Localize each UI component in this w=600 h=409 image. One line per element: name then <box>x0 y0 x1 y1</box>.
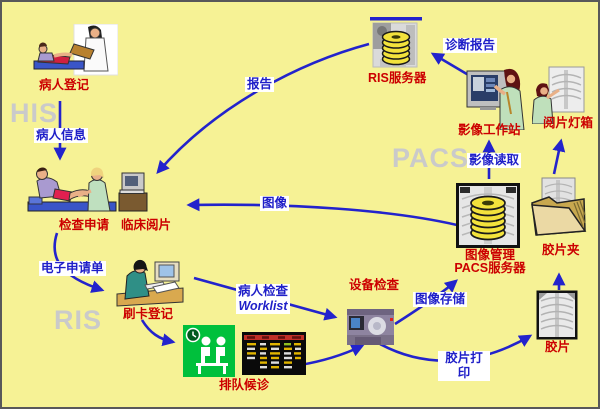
flow-label-worklist: Worklist <box>236 299 291 314</box>
pacs-server-clipart <box>456 183 520 248</box>
flow-label-patient-exam-worklist: 病人检查 Worklist <box>236 284 291 314</box>
flow-label-patient-exam: 病人检查 <box>236 284 291 299</box>
modality-device-photo <box>347 309 394 345</box>
patient-registration-clipart <box>33 24 118 76</box>
card-registration-clipart <box>116 259 184 307</box>
flow-label-report: 报告 <box>245 77 275 92</box>
zone-label-pacs: PACS <box>392 143 470 173</box>
label-patient-registration: 病人登记 <box>39 78 90 92</box>
arrow-queue-to-device <box>299 344 365 367</box>
label-ris-server: RIS服务器 <box>368 71 427 85</box>
flow-label-image-read: 影像读取 <box>467 153 522 168</box>
flow-label-image: 图像 <box>260 196 290 211</box>
film-lightbox-clipart <box>532 66 585 124</box>
ris-server-clipart <box>370 17 422 68</box>
flow-label-image-store: 图像存储 <box>413 292 468 307</box>
queue-display-screen <box>242 332 306 375</box>
arrow-to-queue <box>140 319 176 347</box>
label-pacs-server: 图像管理 PACS服务器 <box>445 249 535 275</box>
flow-label-film-print: 胶片打 印 <box>438 351 490 381</box>
imaging-workstation-clipart <box>466 68 525 130</box>
label-pacs-server-line2: PACS服务器 <box>454 261 526 275</box>
label-film-folder: 胶片夹 <box>542 243 580 257</box>
arrow-report <box>156 42 370 174</box>
flow-label-e-request-form: 电子申请单 <box>39 261 106 276</box>
label-film-lightbox: 阅片灯箱 <box>543 116 594 130</box>
label-device-exam: 设备检查 <box>349 278 400 292</box>
flow-label-diagnostic-report: 诊断报告 <box>443 38 498 53</box>
arrow-image <box>186 198 458 227</box>
zone-label-ris: RIS <box>54 305 103 335</box>
flow-label-film-print-line1: 胶片打 <box>445 351 483 365</box>
label-imaging-workstation: 影像工作站 <box>458 123 521 137</box>
flow-label-film-print-line2: 印 <box>457 366 471 380</box>
label-pacs-server-line1: 图像管理 <box>464 248 515 262</box>
label-card-registration: 刷卡登记 <box>123 307 174 321</box>
flow-label-patient-info: 病人信息 <box>34 128 89 143</box>
label-clinical-reading: 临床阅片 <box>121 218 172 232</box>
label-exam-request: 检查申请 <box>59 218 110 232</box>
queue-waiting-icon <box>183 325 235 377</box>
label-film: 胶片 <box>545 340 571 354</box>
film-folder-clipart <box>531 177 587 236</box>
film-clipart <box>536 290 578 340</box>
zone-label-his: HIS <box>10 98 59 128</box>
label-queue-waiting: 排队候诊 <box>219 378 270 392</box>
arrow-folder-to-lightbox <box>552 138 566 175</box>
clinical-exam-clipart <box>27 167 148 212</box>
